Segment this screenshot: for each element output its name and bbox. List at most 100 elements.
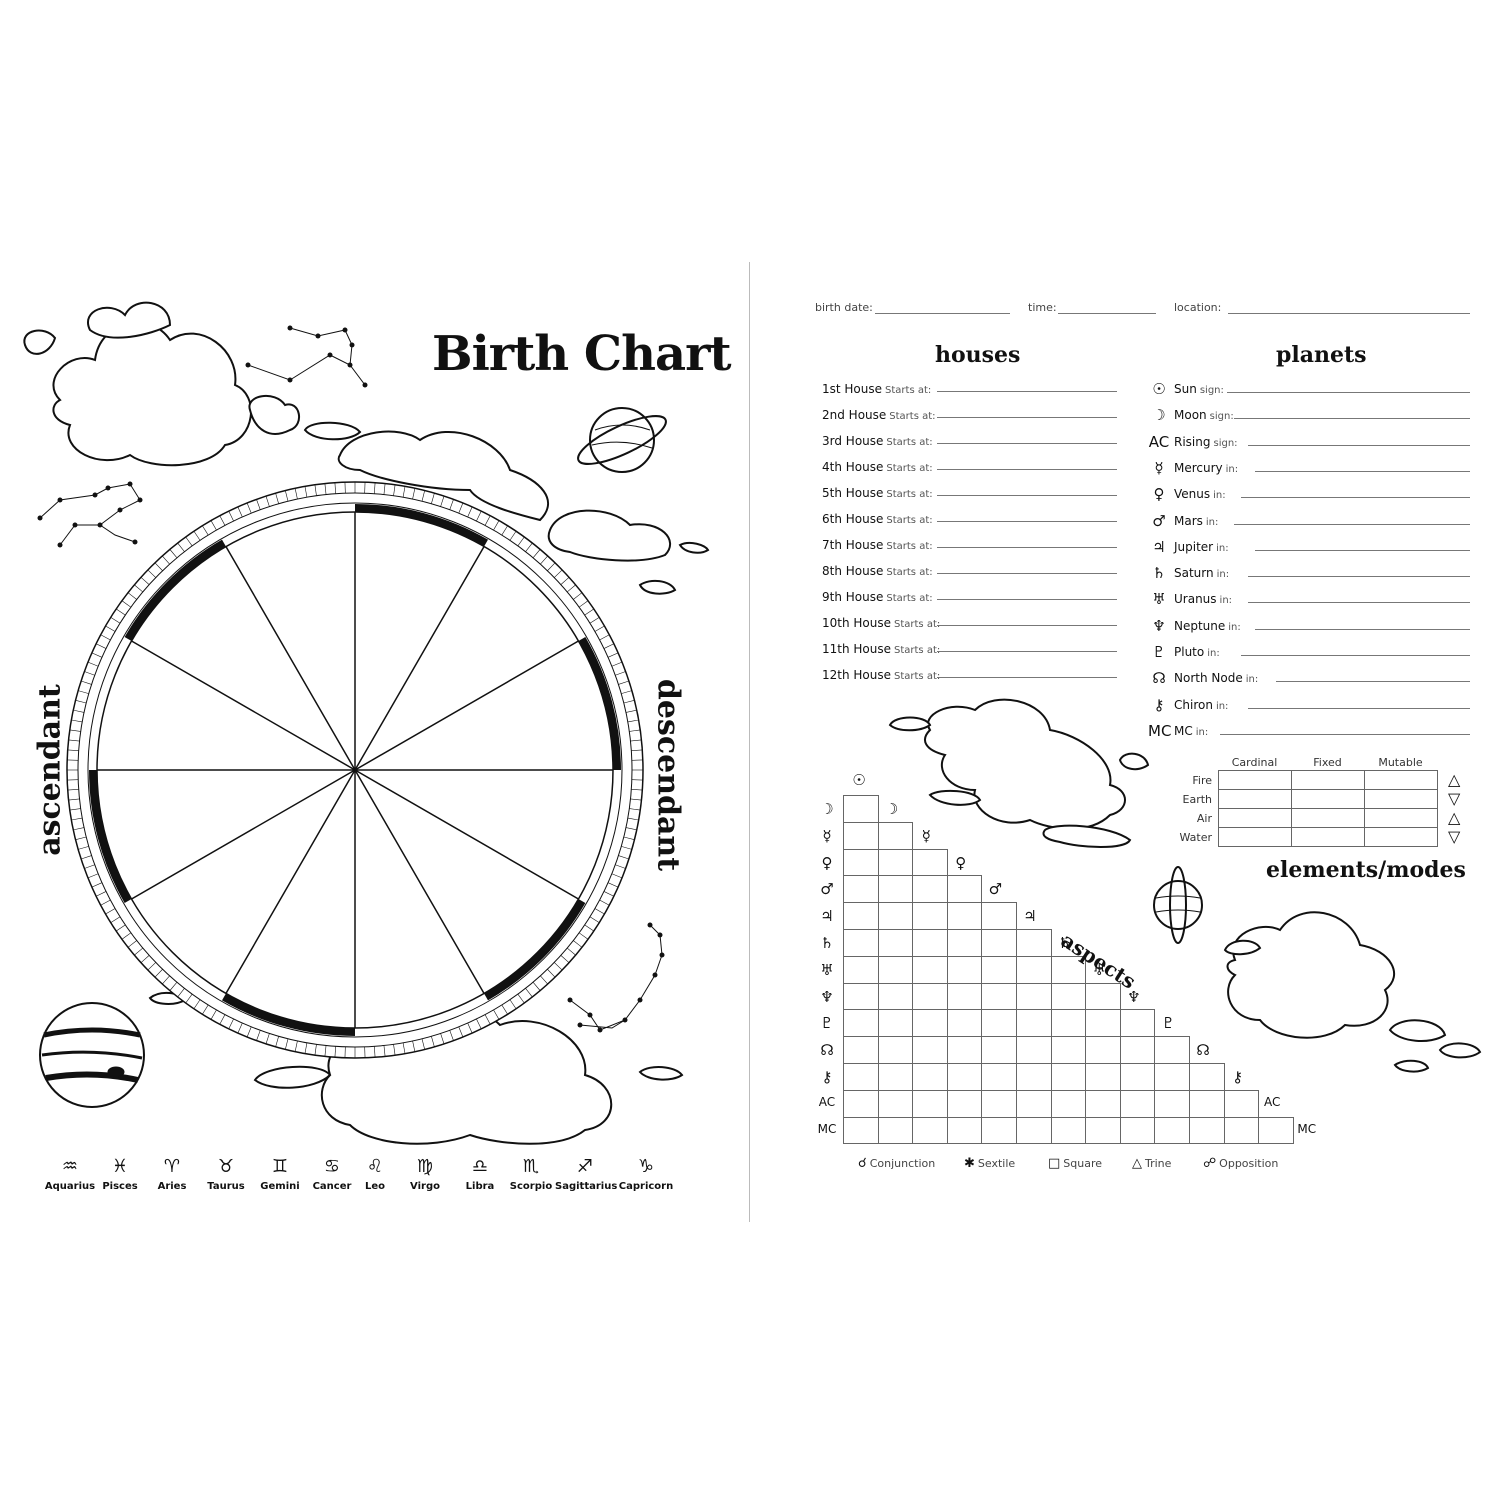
aspect-cell[interactable] [877, 1036, 914, 1064]
aspect-cell[interactable] [1085, 1009, 1121, 1038]
aspect-cell[interactable] [877, 875, 914, 904]
aspect-cell[interactable] [1119, 1036, 1156, 1064]
aspect-cell[interactable] [877, 821, 914, 850]
planet-sign-field[interactable] [1255, 470, 1470, 472]
element-mode-cell[interactable] [1364, 808, 1438, 828]
aspect-cell[interactable] [1050, 1116, 1087, 1145]
aspect-cell[interactable] [1223, 1089, 1260, 1118]
element-mode-cell[interactable] [1364, 770, 1438, 790]
element-mode-cell[interactable] [1291, 827, 1365, 847]
aspect-cell[interactable] [1085, 1116, 1121, 1145]
house-start-field[interactable] [937, 443, 1117, 444]
aspect-cell[interactable] [912, 1089, 948, 1118]
aspect-cell[interactable] [1189, 1063, 1225, 1091]
planet-sign-field[interactable] [1276, 681, 1470, 683]
house-start-field[interactable] [937, 599, 1117, 600]
aspect-cell[interactable] [843, 848, 879, 877]
aspect-cell[interactable] [843, 1036, 879, 1064]
aspect-cell[interactable] [1085, 1089, 1121, 1118]
aspect-cell[interactable] [1016, 1063, 1052, 1091]
element-mode-cell[interactable] [1364, 789, 1438, 809]
house-start-field[interactable] [937, 495, 1117, 496]
location-field[interactable] [1228, 313, 1470, 314]
aspect-cell[interactable] [946, 1036, 983, 1064]
house-start-field[interactable] [937, 391, 1117, 392]
planet-sign-field[interactable] [1248, 576, 1470, 578]
aspect-cell[interactable] [946, 1009, 983, 1038]
aspect-cell[interactable] [981, 982, 1017, 1011]
house-start-field[interactable] [937, 547, 1117, 548]
aspect-cell[interactable] [843, 821, 879, 850]
element-mode-cell[interactable] [1218, 808, 1292, 828]
planet-sign-field[interactable] [1234, 523, 1470, 525]
aspect-cell[interactable] [1119, 1063, 1156, 1091]
aspect-cell[interactable] [877, 848, 914, 877]
planet-sign-field[interactable] [1255, 628, 1470, 630]
aspect-cell[interactable] [981, 1063, 1017, 1091]
birth-date-field[interactable] [875, 313, 1010, 314]
element-mode-cell[interactable] [1364, 827, 1438, 847]
aspect-cell[interactable] [843, 875, 879, 904]
aspect-cell[interactable] [981, 1009, 1017, 1038]
planet-sign-field[interactable] [1255, 549, 1470, 551]
element-mode-cell[interactable] [1218, 770, 1292, 790]
planet-sign-field[interactable] [1220, 733, 1470, 735]
aspect-cell[interactable] [1050, 1036, 1087, 1064]
aspect-cell[interactable] [843, 1089, 879, 1118]
aspect-cell[interactable] [981, 1089, 1017, 1118]
planet-sign-field[interactable] [1241, 497, 1470, 499]
aspect-cell[interactable] [877, 1063, 914, 1091]
aspect-cell[interactable] [877, 902, 914, 930]
aspect-cell[interactable] [912, 848, 948, 877]
aspect-cell[interactable] [946, 1063, 983, 1091]
aspect-cell[interactable] [1223, 1116, 1260, 1145]
aspect-cell[interactable] [877, 982, 914, 1011]
planet-sign-field[interactable] [1234, 418, 1470, 420]
aspect-cell[interactable] [877, 1116, 914, 1145]
aspect-cell[interactable] [946, 1116, 983, 1145]
element-mode-cell[interactable] [1291, 808, 1365, 828]
aspect-cell[interactable] [843, 1009, 879, 1038]
element-mode-cell[interactable] [1291, 789, 1365, 809]
aspect-cell[interactable] [1189, 1089, 1225, 1118]
planet-sign-field[interactable] [1248, 444, 1470, 446]
aspect-cell[interactable] [877, 955, 914, 984]
aspect-cell[interactable] [912, 1116, 948, 1145]
planet-sign-field[interactable] [1248, 707, 1470, 709]
house-start-field[interactable] [937, 573, 1117, 574]
aspect-cell[interactable] [843, 795, 879, 823]
house-start-field[interactable] [937, 417, 1117, 418]
aspect-cell[interactable] [1154, 1063, 1190, 1091]
aspect-cell[interactable] [1016, 982, 1052, 1011]
element-mode-cell[interactable] [1291, 770, 1365, 790]
aspect-cell[interactable] [981, 1036, 1017, 1064]
aspect-cell[interactable] [1016, 1089, 1052, 1118]
aspect-cell[interactable] [981, 955, 1017, 984]
aspect-cell[interactable] [1258, 1116, 1294, 1145]
aspect-cell[interactable] [912, 929, 948, 957]
aspect-cell[interactable] [981, 929, 1017, 957]
planet-sign-field[interactable] [1227, 392, 1470, 393]
aspect-cell[interactable] [843, 955, 879, 984]
aspect-cell[interactable] [877, 929, 914, 957]
aspect-cell[interactable] [1050, 1009, 1087, 1038]
aspect-cell[interactable] [946, 1089, 983, 1118]
aspect-cell[interactable] [912, 902, 948, 930]
aspect-cell[interactable] [1119, 1116, 1156, 1145]
house-start-field[interactable] [937, 677, 1117, 678]
aspect-cell[interactable] [912, 875, 948, 904]
birth-chart-wheel[interactable] [65, 480, 645, 1060]
aspect-cell[interactable] [912, 1036, 948, 1064]
aspect-cell[interactable] [981, 902, 1017, 930]
time-field[interactable] [1058, 313, 1156, 314]
aspect-cell[interactable] [877, 1009, 914, 1038]
aspect-cell[interactable] [946, 875, 983, 904]
aspect-cell[interactable] [912, 955, 948, 984]
aspect-cell[interactable] [843, 902, 879, 930]
aspect-cell[interactable] [1154, 1089, 1190, 1118]
aspect-cell[interactable] [912, 1009, 948, 1038]
aspect-cell[interactable] [912, 982, 948, 1011]
aspect-cell[interactable] [981, 1116, 1017, 1145]
aspect-cell[interactable] [946, 955, 983, 984]
element-mode-cell[interactable] [1218, 789, 1292, 809]
